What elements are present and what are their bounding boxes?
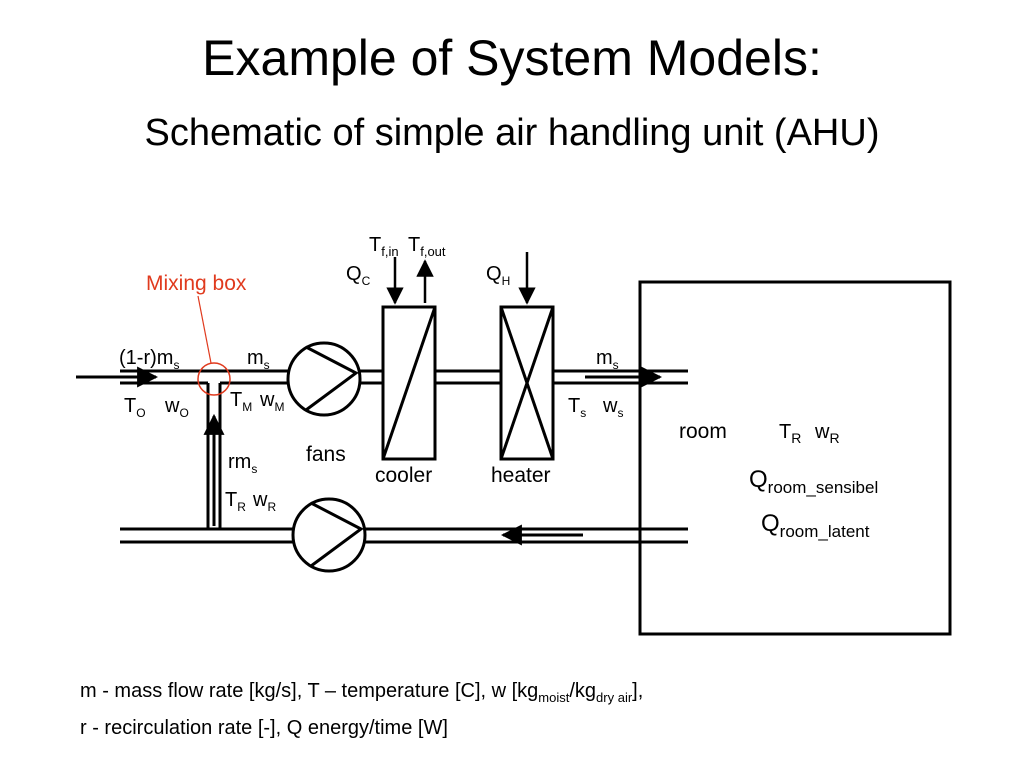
return-temp-label: TR [225, 489, 246, 514]
room-label: room [679, 420, 727, 443]
outdoor-flow-label: (1-r)ms [119, 347, 179, 372]
page-title: Example of System Models: [202, 30, 822, 86]
fluid-out-label: Tf,out [408, 234, 446, 259]
return-humidity-label: wR [252, 489, 276, 514]
recirc-flow-label: rms [228, 451, 257, 476]
outdoor-temp-label: TO [124, 395, 146, 420]
room-box [638, 280, 952, 636]
mixed-humidity-label: wM [259, 389, 284, 414]
supply-humidity-label: ws [602, 395, 623, 420]
mixed-temp-label: TM [230, 389, 252, 414]
return-fan-icon [291, 497, 367, 573]
legend-footnote: m - mass flow rate [kg/s], T – temperatu… [80, 676, 643, 743]
heater-coil [499, 305, 555, 461]
room-latent-heat-label: Qroom_latent [761, 510, 870, 541]
room-temp-label: TR [779, 421, 801, 446]
fans-label: fans [306, 443, 346, 466]
mixing-box-pointer [197, 295, 212, 364]
room-humidity-label: wR [814, 421, 840, 446]
cooler-heat-label: QC [346, 263, 371, 288]
legend-line-1: m - mass flow rate [kg/s], T – temperatu… [80, 680, 644, 705]
heater-label: heater [491, 464, 551, 487]
supply-flow-room-label: ms [596, 347, 619, 372]
supply-temp-label: Ts [568, 395, 586, 420]
cooler-label: cooler [375, 464, 432, 487]
supply-fan-icon [286, 341, 362, 417]
supply-flow-fan-label: ms [247, 347, 270, 372]
room-sensible-heat-label: Qroom_sensibel [749, 466, 878, 497]
page-subtitle: Schematic of simple air handling unit (A… [144, 112, 880, 154]
legend-line-2: r - recirculation rate [-], Q energy/tim… [80, 717, 448, 739]
mixing-box-circle [197, 362, 231, 396]
fluid-in-label: Tf,in [369, 234, 399, 259]
outdoor-humidity-label: wO [164, 395, 189, 420]
mixing-box-label: Mixing box [146, 272, 247, 295]
cooler-coil [381, 305, 437, 461]
heater-heat-label: QH [486, 263, 510, 288]
